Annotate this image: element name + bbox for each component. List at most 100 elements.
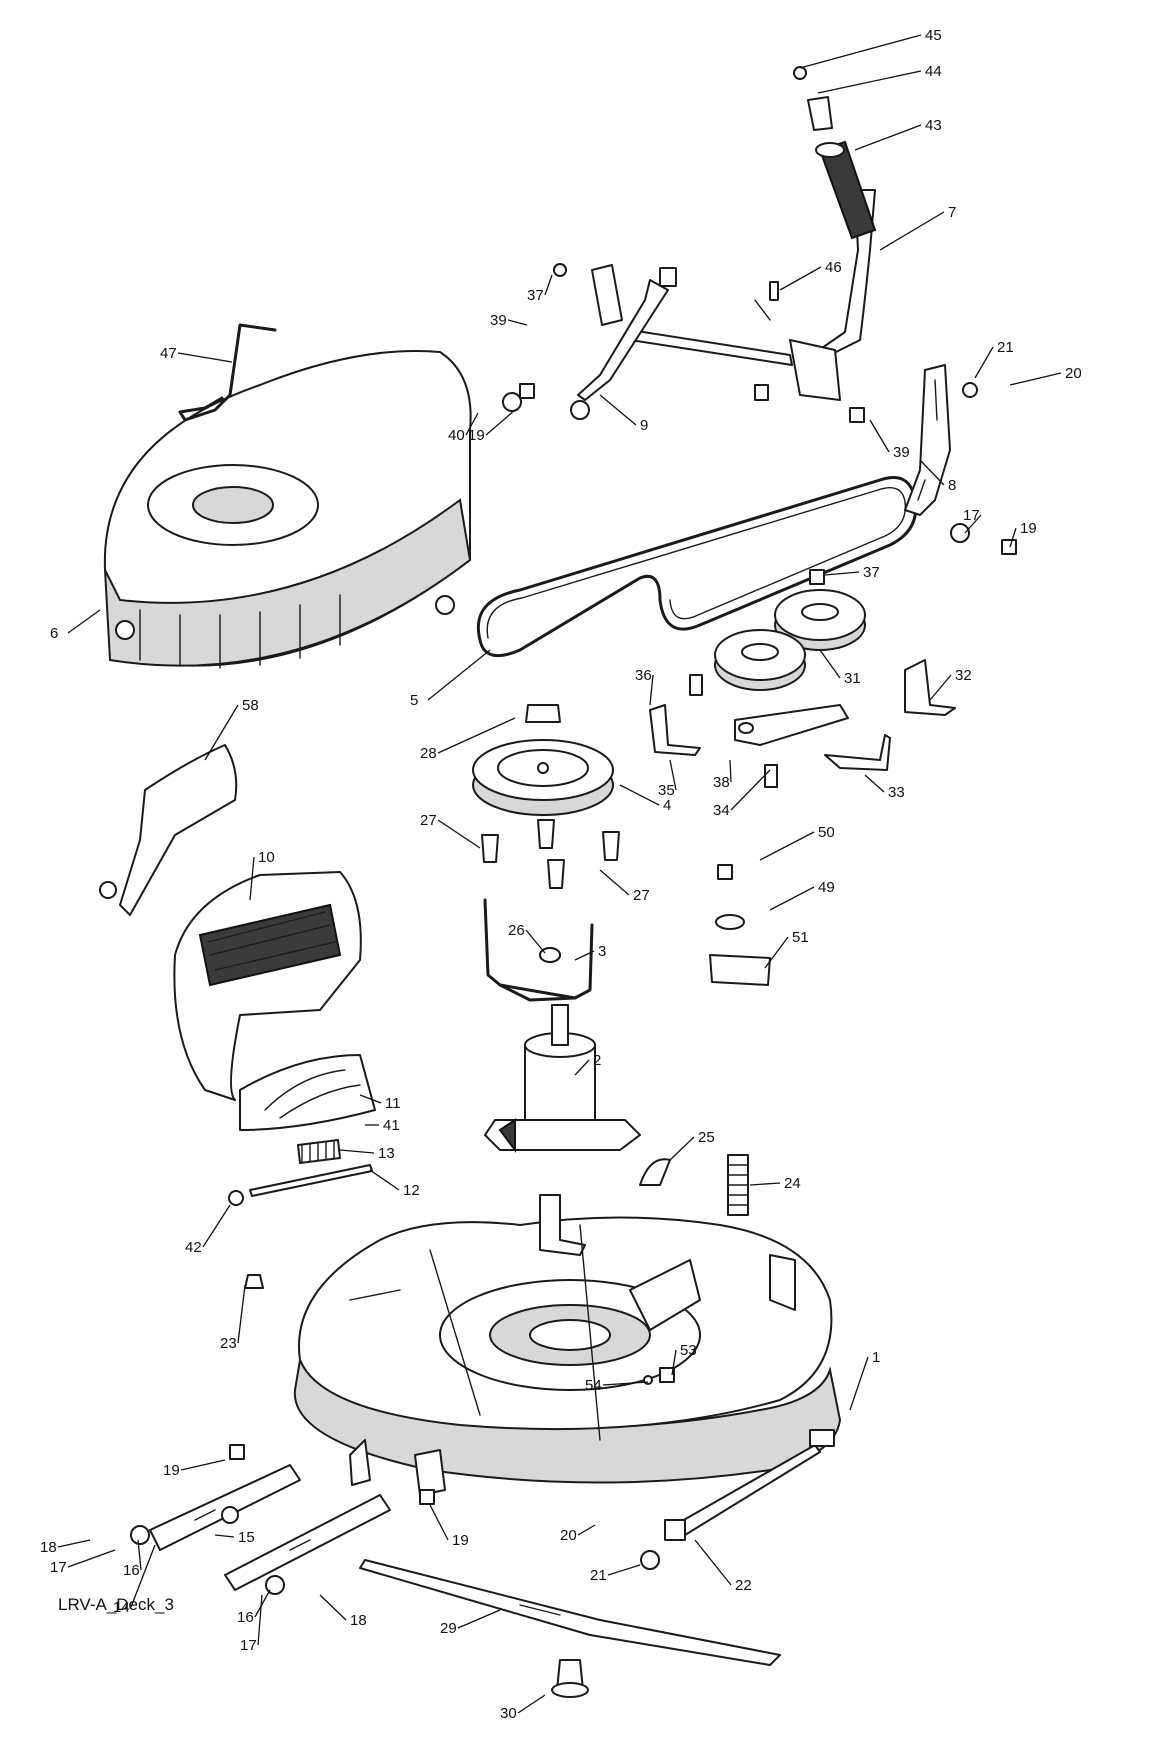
callout-leader-20: [577, 1524, 596, 1536]
callout-21: 21: [997, 339, 1014, 356]
callout-leader-53: [671, 1349, 677, 1376]
callout-37: 37: [863, 564, 880, 581]
callout-4: 4: [663, 797, 671, 814]
callout-20: 20: [560, 1527, 577, 1544]
callout-43: 43: [925, 117, 942, 134]
callout-13: 13: [378, 1145, 395, 1162]
callout-leader-11: [359, 1094, 382, 1104]
leader-lines: [57, 34, 1062, 1714]
callout-32: 32: [955, 667, 972, 684]
callout-leader-19: [429, 1504, 449, 1541]
part-main-pulley: [472, 704, 614, 816]
callout-20: 20: [1065, 365, 1082, 382]
callout-leader-13: [339, 1149, 375, 1154]
callout-17: 17: [963, 507, 980, 524]
callout-21: 21: [590, 1567, 607, 1584]
callout-30: 30: [500, 1705, 517, 1722]
callout-leader-35: [669, 759, 677, 791]
callout-leader-18: [57, 1539, 91, 1548]
callout-leader-32: [929, 674, 952, 701]
part-lift-arms: [149, 1464, 391, 1591]
callout-5: 5: [410, 692, 418, 709]
callout-leader-39: [869, 419, 890, 453]
callout-leader-15: [214, 1534, 235, 1538]
callout-leader-26: [525, 929, 546, 954]
callout-leader-3: [574, 950, 595, 961]
part-chute: [99, 744, 376, 1131]
part-support-bracket: [483, 898, 594, 1002]
callout-leader-17: [257, 1594, 263, 1646]
callout-10: 10: [258, 849, 275, 866]
callout-leader-42: [202, 1204, 231, 1248]
callout-leader-31: [819, 649, 841, 679]
part-rod-22: [664, 1429, 835, 1541]
callout-leader-20: [1009, 372, 1062, 386]
callout-leader-18: [319, 1594, 347, 1621]
callout-28: 28: [420, 745, 437, 762]
callout-1: 1: [872, 1349, 880, 1366]
callout-29: 29: [440, 1620, 457, 1637]
part-blade: [359, 1559, 781, 1666]
callout-leader-39: [507, 319, 528, 326]
callout-23: 23: [220, 1335, 237, 1352]
part-spring-clip: [639, 1154, 749, 1216]
callout-leader-43: [854, 124, 922, 151]
callout-27: 27: [633, 887, 650, 904]
callout-leader-23: [237, 1284, 246, 1344]
callout-44: 44: [925, 63, 942, 80]
callout-leader-21: [974, 346, 994, 379]
callout-leader-58: [204, 704, 239, 761]
callout-15: 15: [238, 1529, 255, 1546]
callout-58: 58: [242, 697, 259, 714]
callout-leader-25: [669, 1136, 695, 1161]
part-bolts: [481, 819, 620, 889]
callout-16: 16: [237, 1609, 254, 1626]
callout-46: 46: [825, 259, 842, 276]
callout-35: 35: [658, 782, 675, 799]
callout-leader-29: [457, 1609, 501, 1629]
callout-38: 38: [713, 774, 730, 791]
callout-leader-46: [779, 266, 822, 291]
part-belt-cover: [103, 349, 472, 669]
callout-leader-27: [437, 819, 481, 849]
callout-19: 19: [1020, 520, 1037, 537]
callout-leader-49: [769, 886, 815, 911]
callout-leader-50: [759, 831, 815, 861]
part-pin-spring: [249, 1139, 373, 1197]
callout-2: 2: [593, 1052, 601, 1069]
callout-leader-17: [964, 514, 982, 534]
callout-22: 22: [735, 1577, 752, 1594]
callout-leader-21: [607, 1564, 641, 1576]
callout-leader-34: [730, 769, 771, 811]
callout-47: 47: [160, 345, 177, 362]
part-spindle: [484, 1004, 641, 1153]
callout-31: 31: [844, 670, 861, 687]
callout-leader-19: [485, 409, 516, 436]
callout-26: 26: [508, 922, 525, 939]
callout-51: 51: [792, 929, 809, 946]
callout-40: 40: [448, 427, 465, 444]
callout-leader-37: [824, 571, 860, 576]
callout-leader-7: [879, 211, 945, 251]
callout-leader-51: [764, 936, 789, 969]
callout-leader-37: [544, 274, 553, 296]
callout-50: 50: [818, 824, 835, 841]
callout-42: 42: [185, 1239, 202, 1256]
part-cutting-deck: [293, 1194, 842, 1496]
callout-14: 14: [113, 1599, 130, 1616]
callout-37: 37: [527, 287, 544, 304]
callout-11: 11: [385, 1095, 401, 1112]
callout-leader-16: [254, 1589, 271, 1618]
callout-leader-24: [749, 1182, 781, 1186]
diagram-title: LRV-A_Deck_3: [58, 1595, 174, 1614]
part-drive-belt: [476, 476, 918, 658]
callout-leader-8: [919, 459, 945, 486]
callout-53: 53: [680, 1342, 697, 1359]
callout-leader-17: [67, 1549, 116, 1568]
callout-leader-10: [249, 856, 255, 901]
callout-16: 16: [123, 1562, 140, 1579]
callout-39: 39: [893, 444, 910, 461]
callout-17: 17: [50, 1559, 67, 1576]
callout-leader-5: [427, 649, 491, 701]
callout-25: 25: [698, 1129, 715, 1146]
